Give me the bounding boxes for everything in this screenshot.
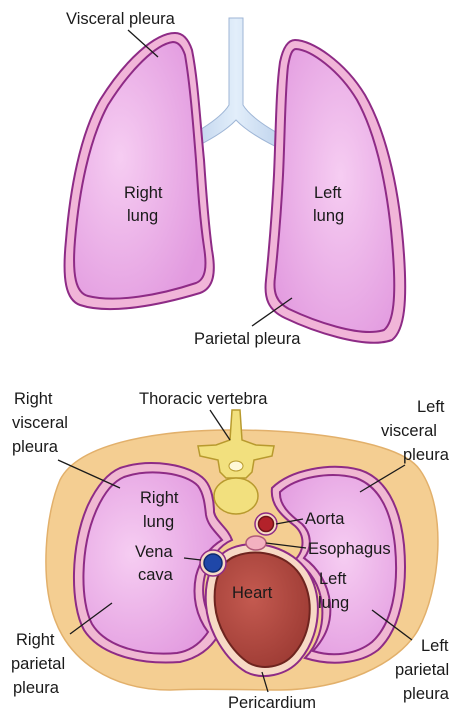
vena-cava-lumen <box>204 554 222 572</box>
label-top-left-lung-line1: Left <box>314 184 342 202</box>
label-left-parietal-pleura-line3: pleura <box>403 685 450 703</box>
label-bottom-left-lung-line1: Left <box>319 570 347 588</box>
label-left-visceral-pleura-line3: pleura <box>403 446 450 464</box>
label-left-visceral-pleura-line2: visceral <box>381 422 437 440</box>
label-bottom-left-lung-line2: lung <box>318 594 349 612</box>
label-bottom-right-lung-line2: lung <box>143 513 174 531</box>
label-top-left-lung-line2: lung <box>313 207 344 225</box>
label-vena-cava-line2: cava <box>138 566 174 584</box>
label-aorta: Aorta <box>305 510 345 528</box>
spinal-canal <box>229 461 243 471</box>
label-esophagus: Esophagus <box>308 540 391 558</box>
top-right-lung-body <box>74 42 205 299</box>
vertebral-body <box>214 478 258 514</box>
label-left-parietal-pleura-line2: parietal <box>395 661 449 679</box>
label-heart: Heart <box>232 584 273 602</box>
label-pericardium: Pericardium <box>228 694 316 712</box>
label-right-visceral-pleura-line3: pleura <box>12 438 59 456</box>
top-right-lung <box>65 33 214 309</box>
label-parietal-pleura: Parietal pleura <box>194 330 301 348</box>
label-left-parietal-pleura-line1: Left <box>421 637 449 655</box>
label-left-visceral-pleura-line1: Left <box>417 398 445 416</box>
label-top-right-lung-line1: Right <box>124 184 163 202</box>
label-top-right-lung-line2: lung <box>127 207 158 225</box>
label-bottom-right-lung-line1: Right <box>140 489 179 507</box>
label-right-visceral-pleura-line2: visceral <box>12 414 68 432</box>
label-right-visceral-pleura-line1: Right <box>14 390 53 408</box>
aorta <box>259 517 274 532</box>
label-right-parietal-pleura-line2: parietal <box>11 655 65 673</box>
label-visceral-pleura: Visceral pleura <box>66 10 176 28</box>
label-right-parietal-pleura-line1: Right <box>16 631 55 649</box>
label-right-parietal-pleura-line3: pleura <box>13 679 60 697</box>
esophagus <box>246 536 266 550</box>
label-vena-cava-line1: Vena <box>135 543 173 561</box>
label-thoracic-vertebra: Thoracic vertebra <box>139 390 268 408</box>
